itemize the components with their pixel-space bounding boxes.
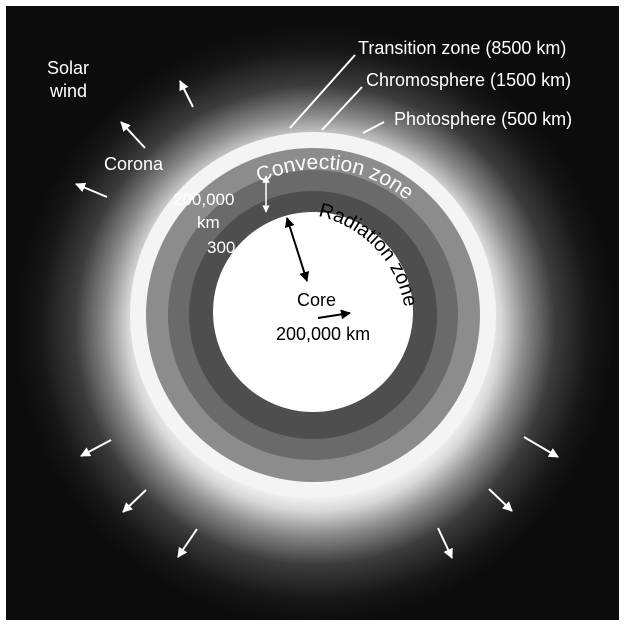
chromosphere-label: Chromosphere (1500 km) — [366, 70, 571, 90]
photosphere-leader — [362, 121, 385, 134]
chromosphere-leader — [321, 86, 363, 131]
radiation-depth-unit: km — [232, 262, 255, 281]
solar-wind-arrow — [75, 182, 108, 198]
core-label: Core — [297, 290, 336, 310]
transition-zone-leader — [289, 54, 356, 129]
photosphere-label: Photosphere (500 km) — [394, 109, 572, 129]
core — [213, 212, 413, 412]
solar-wind-arrow — [80, 439, 112, 457]
transition-zone-label: Transition zone (8500 km) — [358, 38, 566, 58]
core-radius-arrow — [317, 309, 351, 320]
solar-wind-arrow — [177, 528, 198, 558]
solar-wind-label-line1: Solar — [47, 58, 89, 78]
solar-wind-arrow — [523, 436, 559, 458]
core-radius-label: 200,000 km — [276, 324, 370, 344]
solar-wind-label-line2: wind — [49, 81, 87, 101]
solar-wind-arrow — [120, 121, 146, 149]
radiation-depth-arrow — [284, 217, 310, 282]
convection-depth-value: 200,000 — [173, 190, 234, 209]
solar-wind-arrow — [437, 527, 453, 559]
solar-wind-arrow — [122, 489, 147, 513]
solar-wind-arrows — [75, 80, 559, 559]
corona-label: Corona — [104, 154, 164, 174]
radiation-depth-value: 300,000 — [207, 238, 268, 257]
solar-wind-arrow — [488, 488, 513, 512]
solar-wind-arrow — [179, 80, 194, 108]
convection-depth-unit: km — [197, 213, 220, 232]
